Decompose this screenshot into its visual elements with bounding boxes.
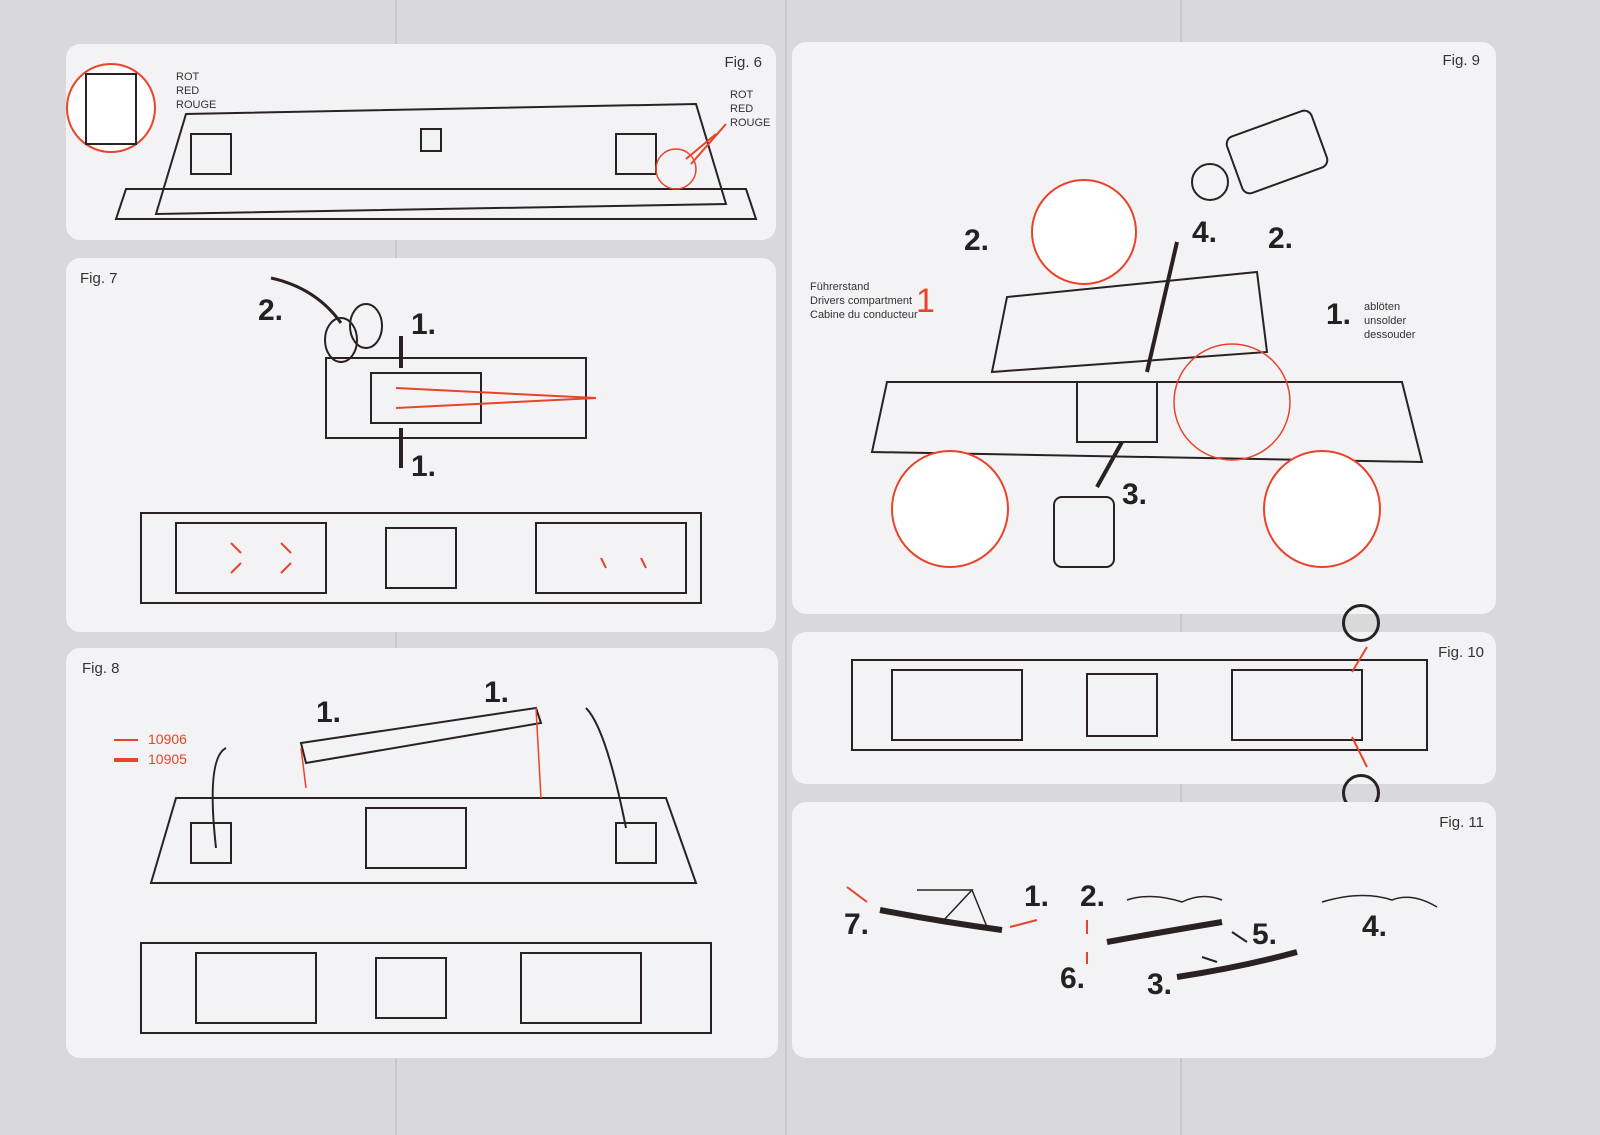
label-fr: ROUGE	[176, 99, 217, 111]
fig11-title: Fig. 11	[1439, 814, 1484, 831]
cab-number: 1	[916, 282, 935, 320]
fig7-step-1-top: 1.	[411, 308, 437, 341]
fig7-panel: Fig. 7 2. 1. 1.	[66, 258, 776, 632]
fig9-title: Fig. 9	[1442, 52, 1480, 69]
fig7-step-2: 2.	[258, 294, 284, 327]
fig11-step-6: 6.	[1060, 962, 1086, 995]
fig8-drawing	[114, 706, 712, 1034]
fig11-step-1: 1.	[1024, 880, 1050, 913]
traction-tire-top	[1342, 604, 1380, 642]
fig8-step-1-right: 1.	[484, 676, 510, 709]
fig8-step-1-left: 1.	[316, 696, 342, 729]
fig11-drawing	[846, 886, 1438, 980]
fig11-step-7: 7.	[844, 908, 870, 941]
fig9-drawing	[870, 109, 1424, 568]
fig11-step-5: 5.	[1252, 918, 1278, 951]
fig10-title: Fig. 10	[1438, 644, 1484, 661]
fig11-step-2: 2.	[1080, 880, 1106, 913]
label-en: RED	[176, 85, 200, 97]
fig8-title: Fig. 8	[82, 660, 120, 677]
fig10-drawing	[851, 646, 1428, 768]
fig9-step-2-left: 2.	[964, 224, 990, 257]
label-en: RED	[730, 103, 754, 115]
cab-label-fr: Cabine du conducteur	[810, 309, 918, 321]
fig6-title: Fig. 6	[724, 54, 762, 71]
fig6-locomotive-drawing	[66, 63, 758, 220]
cab-label-en: Drivers compartment	[810, 295, 913, 307]
fig7-step-1-bottom: 1.	[411, 450, 437, 483]
fig11-step-3: 3.	[1147, 968, 1173, 1001]
unsolder-en: unsolder	[1364, 315, 1407, 327]
cab-label-de: Führerstand	[810, 281, 870, 293]
fig9-step-1: 1.	[1326, 298, 1352, 331]
fig6-panel: Fig. 6 ROT RED ROUGE ROT RED ROUGE	[66, 44, 776, 240]
label-fr: ROUGE	[730, 117, 771, 129]
fig7-title: Fig. 7	[80, 270, 118, 287]
legend-10905: 10905	[148, 751, 187, 767]
fig8-panel: Fig. 8 1. 1. 10906 10905	[66, 648, 778, 1058]
unsolder-fr: dessouder	[1364, 329, 1416, 341]
fig9-step-4: 4.	[1192, 216, 1218, 249]
fig11-panel: Fig. 11 1. 2. 7. 5. 4. 6. 3.	[792, 802, 1496, 1058]
fig7-drawing	[140, 276, 702, 604]
unsolder-de: ablöten	[1364, 301, 1401, 313]
label-de: ROT	[730, 89, 754, 101]
fig6-right-wire-label: ROT RED ROUGE	[730, 88, 770, 130]
fig11-step-4: 4.	[1362, 910, 1388, 943]
fig6-left-wire-label: ROT RED ROUGE	[176, 70, 216, 112]
fig9-step-2-right: 2.	[1268, 222, 1294, 255]
unsolder-label: ablöten unsolder dessouder	[1364, 300, 1415, 342]
legend-10906: 10906	[148, 731, 187, 747]
fig9-step-3: 3.	[1122, 478, 1148, 511]
label-de: ROT	[176, 71, 200, 83]
fig10-panel: Fig. 10	[792, 632, 1496, 784]
